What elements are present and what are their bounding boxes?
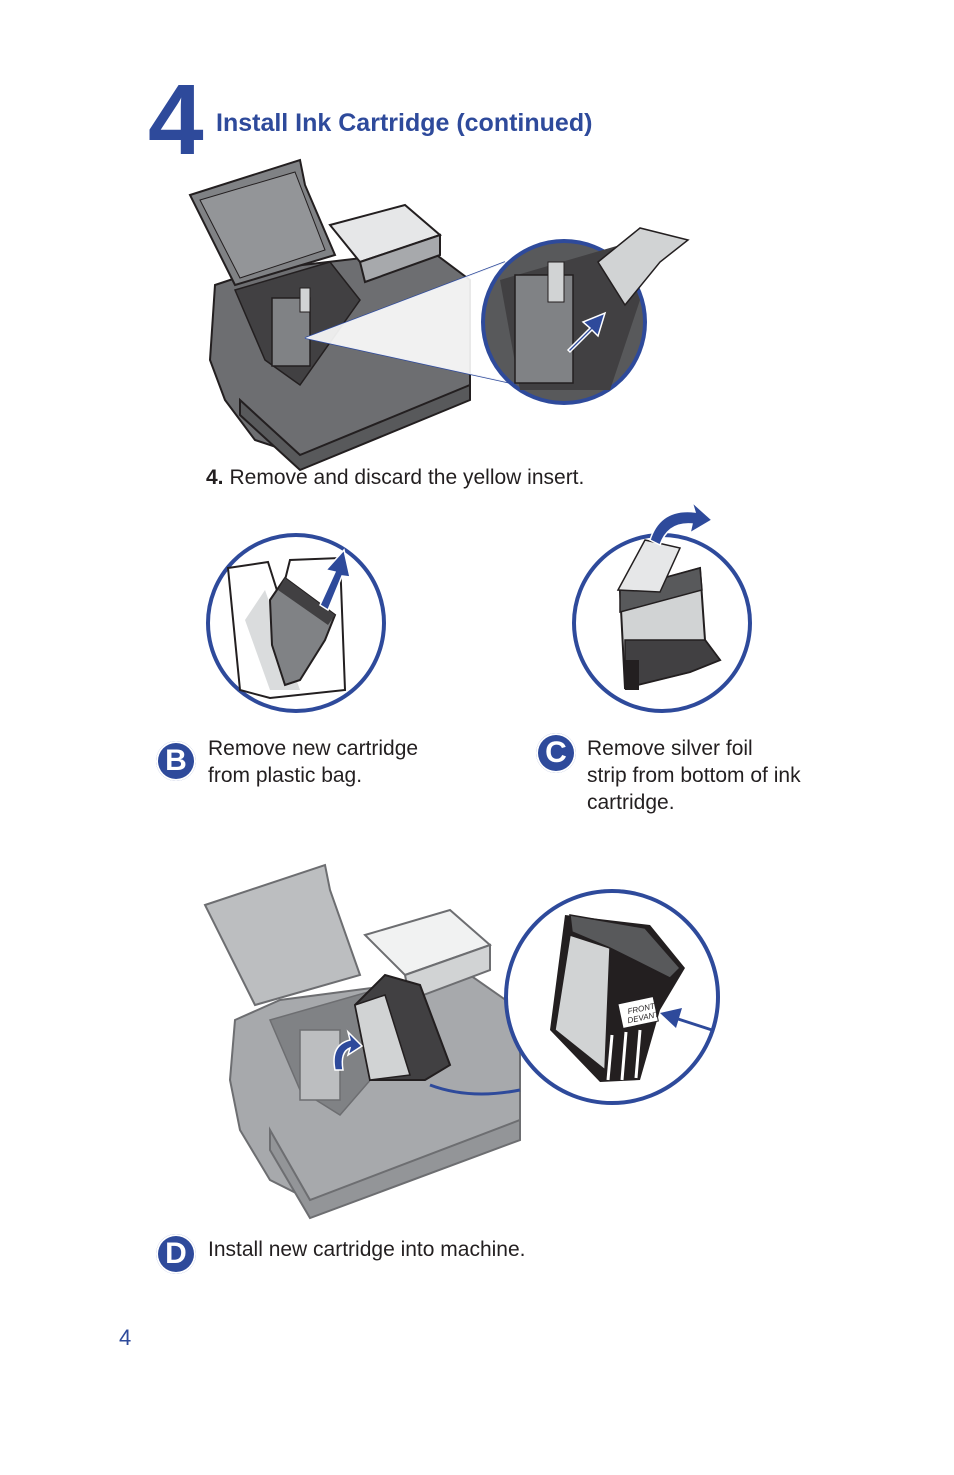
upward-arrow-icon [319, 548, 351, 612]
step-c-line-3: cartridge. [587, 791, 675, 814]
instruction-number: 4. [206, 466, 224, 489]
step-d-line-1: Install new cartridge into machine. [208, 1238, 526, 1261]
upward-arrow-icon [566, 311, 607, 354]
page-number: 4 [119, 1325, 132, 1350]
step-b-line-1: Remove new cartridge [208, 737, 419, 760]
pointer-arrow-icon [660, 1008, 713, 1032]
curved-arrow-icon [649, 499, 714, 547]
step-b-line-2: from plastic bag. [208, 764, 363, 787]
step-d-caption: Install new cartridge into machine. [208, 1236, 526, 1263]
step-c-line-1: Remove silver foil [587, 737, 753, 760]
step-b-caption: Remove new cartridge from plastic bag. [208, 735, 418, 789]
step-badge-b: B [156, 741, 196, 781]
instruction-label: Remove and discard the yellow insert. [229, 466, 585, 489]
step-badge-d: D [156, 1234, 196, 1274]
instruction-text: 4.Remove and discard the yellow insert. [206, 466, 584, 490]
section-title: Install Ink Cartridge (continued) [216, 109, 593, 137]
curved-arrow-icon [333, 1029, 364, 1071]
step-c-caption: Remove silver foil strip from bottom of … [587, 735, 801, 816]
step-badge-c: C [536, 733, 576, 773]
step-number: 4 [148, 64, 204, 176]
step-c-line-2: strip from bottom of ink [587, 764, 801, 787]
